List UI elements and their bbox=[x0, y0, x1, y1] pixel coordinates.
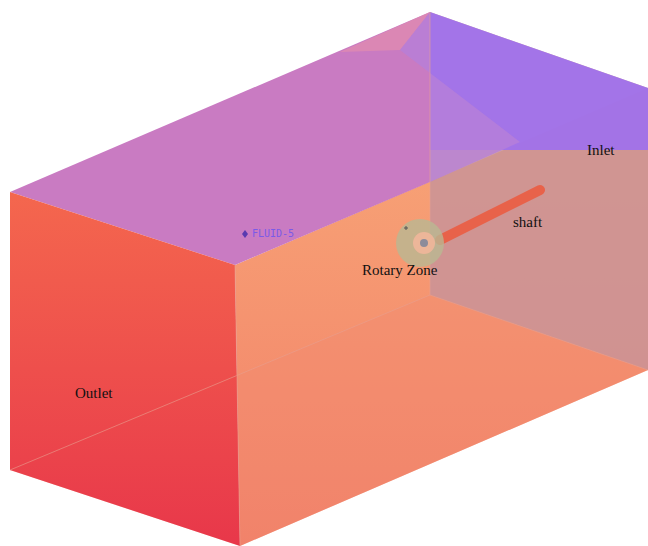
part-label: shaft bbox=[513, 213, 542, 231]
top-face-right bbox=[400, 12, 520, 182]
fluid-marker bbox=[242, 230, 248, 238]
boundary-label: Outlet bbox=[75, 384, 113, 402]
rotor-hub bbox=[413, 232, 435, 254]
zone-label: Rotary Zone bbox=[362, 261, 437, 279]
axis-marker bbox=[404, 226, 408, 230]
rotary-zone bbox=[396, 219, 444, 267]
outlet-face bbox=[10, 192, 240, 546]
rotor-core bbox=[420, 239, 428, 247]
zone-label: FLUID-5 bbox=[252, 228, 294, 240]
boundary-label: Inlet bbox=[587, 141, 615, 159]
